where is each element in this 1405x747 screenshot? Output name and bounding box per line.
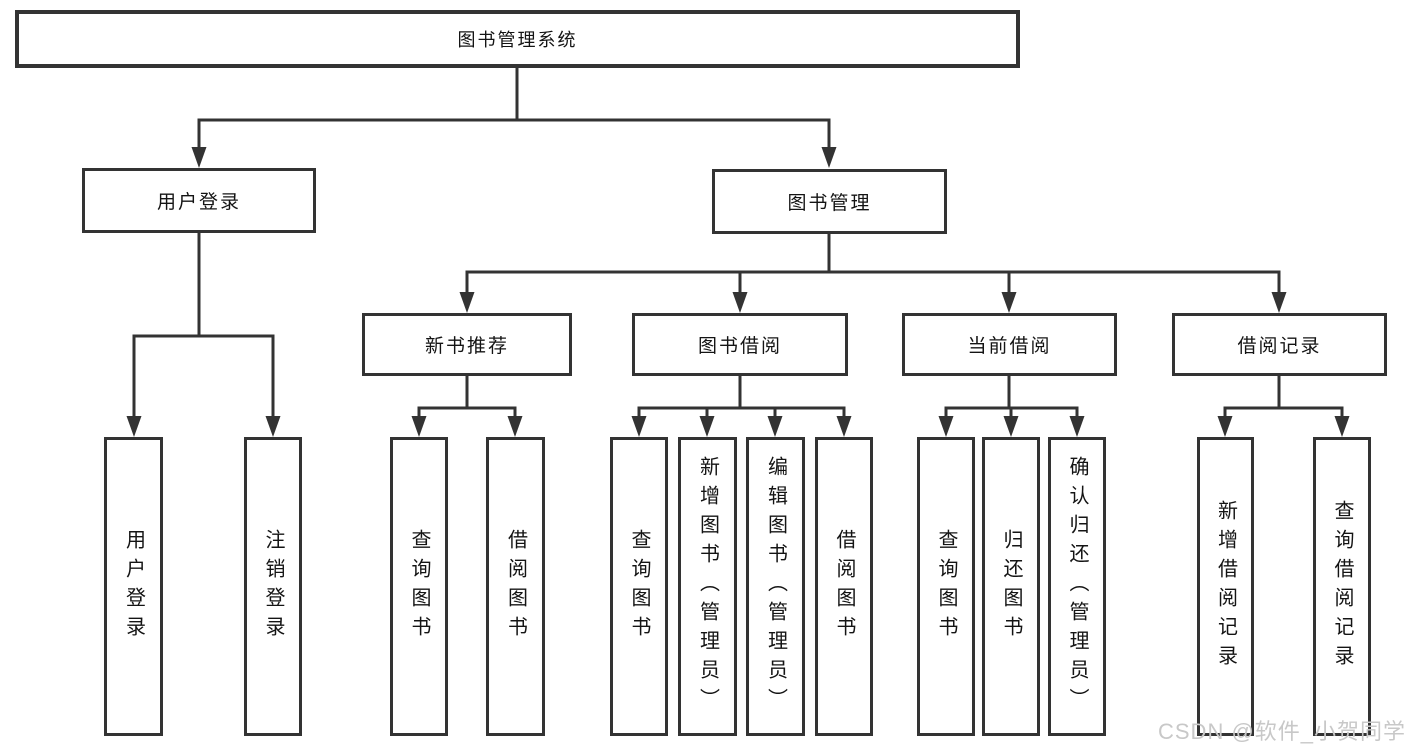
leaf-edit-book-admin: 编辑图书（管理员）: [746, 437, 805, 736]
arrowhead-icon: [631, 416, 647, 437]
leaf-borrow-books-recommend: 借阅图书: [486, 437, 545, 736]
arrowhead-icon: [1001, 292, 1017, 313]
leaf-return-book: 归还图书: [982, 437, 1040, 736]
node-book-borrow-label: 图书借阅: [697, 336, 782, 357]
leaf-confirm-return-admin: 确认归还（管理员）: [1048, 437, 1106, 736]
csdn-watermark: CSDN @软件_小贺同学: [1158, 719, 1405, 744]
node-current-borrow: 当前借阅: [902, 313, 1117, 376]
arrowhead-icon: [1003, 416, 1019, 437]
leaf-add-book-admin-label: 新增图书（管理员）: [696, 456, 719, 717]
arrowhead-icon: [1217, 416, 1233, 437]
leaf-user-login: 用户登录: [104, 437, 163, 736]
leaf-return-book-label: 归还图书: [1000, 528, 1022, 645]
node-book-management-label: 图书管理: [787, 193, 872, 214]
leaf-add-book-admin: 新增图书（管理员）: [678, 437, 737, 736]
arrowhead-icon: [1271, 292, 1287, 313]
leaf-query-books-recommend-label: 查询图书: [408, 528, 430, 645]
arrowhead-icon: [836, 416, 852, 437]
leaf-borrow-books: 借阅图书: [815, 437, 873, 736]
node-library-system: 图书管理系统: [15, 10, 1020, 68]
node-new-book-recommend: 新书推荐: [362, 313, 572, 376]
leaf-logout: 注销登录: [244, 437, 302, 736]
leaf-borrow-books-recommend-label: 借阅图书: [504, 528, 527, 645]
node-user-login: 用户登录: [82, 168, 316, 233]
arrowhead-icon: [1334, 416, 1350, 437]
connector-borrow-to-leaves: [631, 376, 852, 437]
arrowhead-icon: [767, 416, 783, 437]
node-borrow-records-label: 借阅记录: [1237, 336, 1322, 357]
leaf-query-books-borrow-label: 查询图书: [628, 528, 650, 645]
leaf-edit-book-admin-label: 编辑图书（管理员）: [764, 456, 787, 717]
leaf-add-borrow-record: 新增借阅记录: [1197, 437, 1254, 736]
arrowhead-icon: [459, 292, 475, 313]
node-user-login-label: 用户登录: [156, 192, 241, 213]
arrowhead-icon: [265, 416, 281, 437]
connector-root-to-level2: [191, 67, 837, 168]
node-book-borrow: 图书借阅: [632, 313, 848, 376]
arrowhead-icon: [938, 416, 954, 437]
connector-current-to-leaves: [938, 376, 1085, 437]
arrowhead-icon: [507, 416, 523, 437]
leaf-user-login-label: 用户登录: [122, 528, 145, 645]
leaf-query-books-current: 查询图书: [917, 437, 975, 736]
leaf-add-borrow-record-label: 新增借阅记录: [1214, 499, 1237, 674]
connector-bookmgmt-to-level3: [459, 234, 1287, 313]
leaf-query-borrow-record-label: 查询借阅记录: [1331, 499, 1353, 674]
connector-newbook-to-leaves: [411, 376, 523, 437]
arrowhead-icon: [821, 147, 837, 168]
node-current-borrow-label: 当前借阅: [967, 336, 1052, 357]
node-new-book-recommend-label: 新书推荐: [424, 336, 509, 357]
leaf-query-books-borrow: 查询图书: [610, 437, 668, 736]
arrowhead-icon: [732, 292, 748, 313]
connector-records-to-leaves: [1217, 376, 1350, 437]
arrowhead-icon: [191, 147, 207, 168]
leaf-borrow-books-label: 借阅图书: [833, 528, 855, 645]
node-borrow-records: 借阅记录: [1172, 313, 1387, 376]
leaf-query-books-current-label: 查询图书: [935, 528, 957, 645]
arrowhead-icon: [126, 416, 142, 437]
node-book-management: 图书管理: [712, 169, 947, 234]
leaf-logout-label: 注销登录: [262, 528, 284, 645]
connector-userlogin-to-leaves: [126, 233, 281, 437]
leaf-query-borrow-record: 查询借阅记录: [1313, 437, 1371, 736]
node-library-system-label: 图书管理系统: [457, 30, 578, 50]
arrowhead-icon: [411, 416, 427, 437]
leaf-confirm-return-admin-label: 确认归还（管理员）: [1066, 456, 1088, 717]
arrowhead-icon: [1069, 416, 1085, 437]
leaf-query-books-recommend: 查询图书: [390, 437, 448, 736]
arrowhead-icon: [699, 416, 715, 437]
